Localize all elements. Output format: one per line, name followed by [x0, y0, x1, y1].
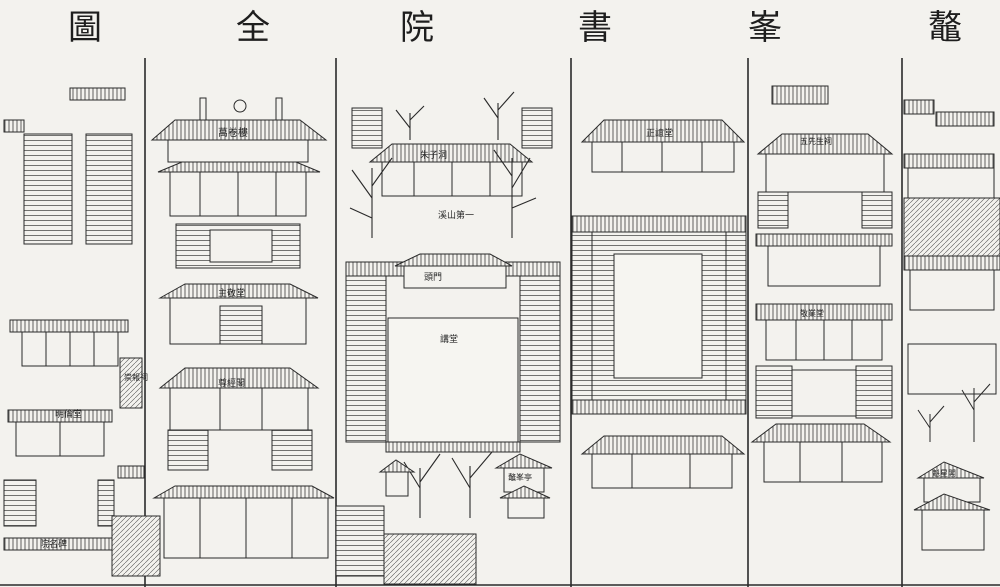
- academy-woodcut-illustration: 明倫堂 院名碑: [0, 58, 1000, 587]
- label-left-bottom: 院名碑: [40, 538, 67, 550]
- label-mid-left: 主敬堂: [218, 287, 245, 299]
- label-right-bottom: 魁星閣: [932, 468, 956, 478]
- label-center-top: 朱子洞: [420, 149, 447, 161]
- label-right-top: 正誼堂: [646, 127, 673, 139]
- title-char-4: 院: [400, 8, 434, 48]
- label-left-lower-hall: 明倫堂: [55, 408, 82, 420]
- label-center-bottom: 鼇峯亭: [508, 472, 532, 482]
- label-center-yard: 講堂: [440, 333, 458, 345]
- label-center-gate: 頭門: [424, 272, 442, 283]
- label-center-mid: 溪山第一: [438, 209, 474, 221]
- label-lib-tower: 萬卷樓: [218, 126, 248, 139]
- title-char-6: 圖: [68, 8, 102, 48]
- title-char-2: 峯: [748, 8, 782, 48]
- label-left-side-wall: 崇報祠: [124, 372, 148, 382]
- label-right-mid: 五先生祠: [800, 136, 832, 146]
- label-left-lower: 尊經閣: [218, 377, 245, 389]
- title-char-3: 書: [578, 8, 612, 48]
- title-char-1: 鼇: [928, 8, 962, 48]
- title-band: 鼇 峯 書 院 全 圖: [0, 0, 1000, 60]
- title-char-5: 全: [236, 8, 270, 48]
- label-right-lower: 敬業堂: [800, 308, 824, 318]
